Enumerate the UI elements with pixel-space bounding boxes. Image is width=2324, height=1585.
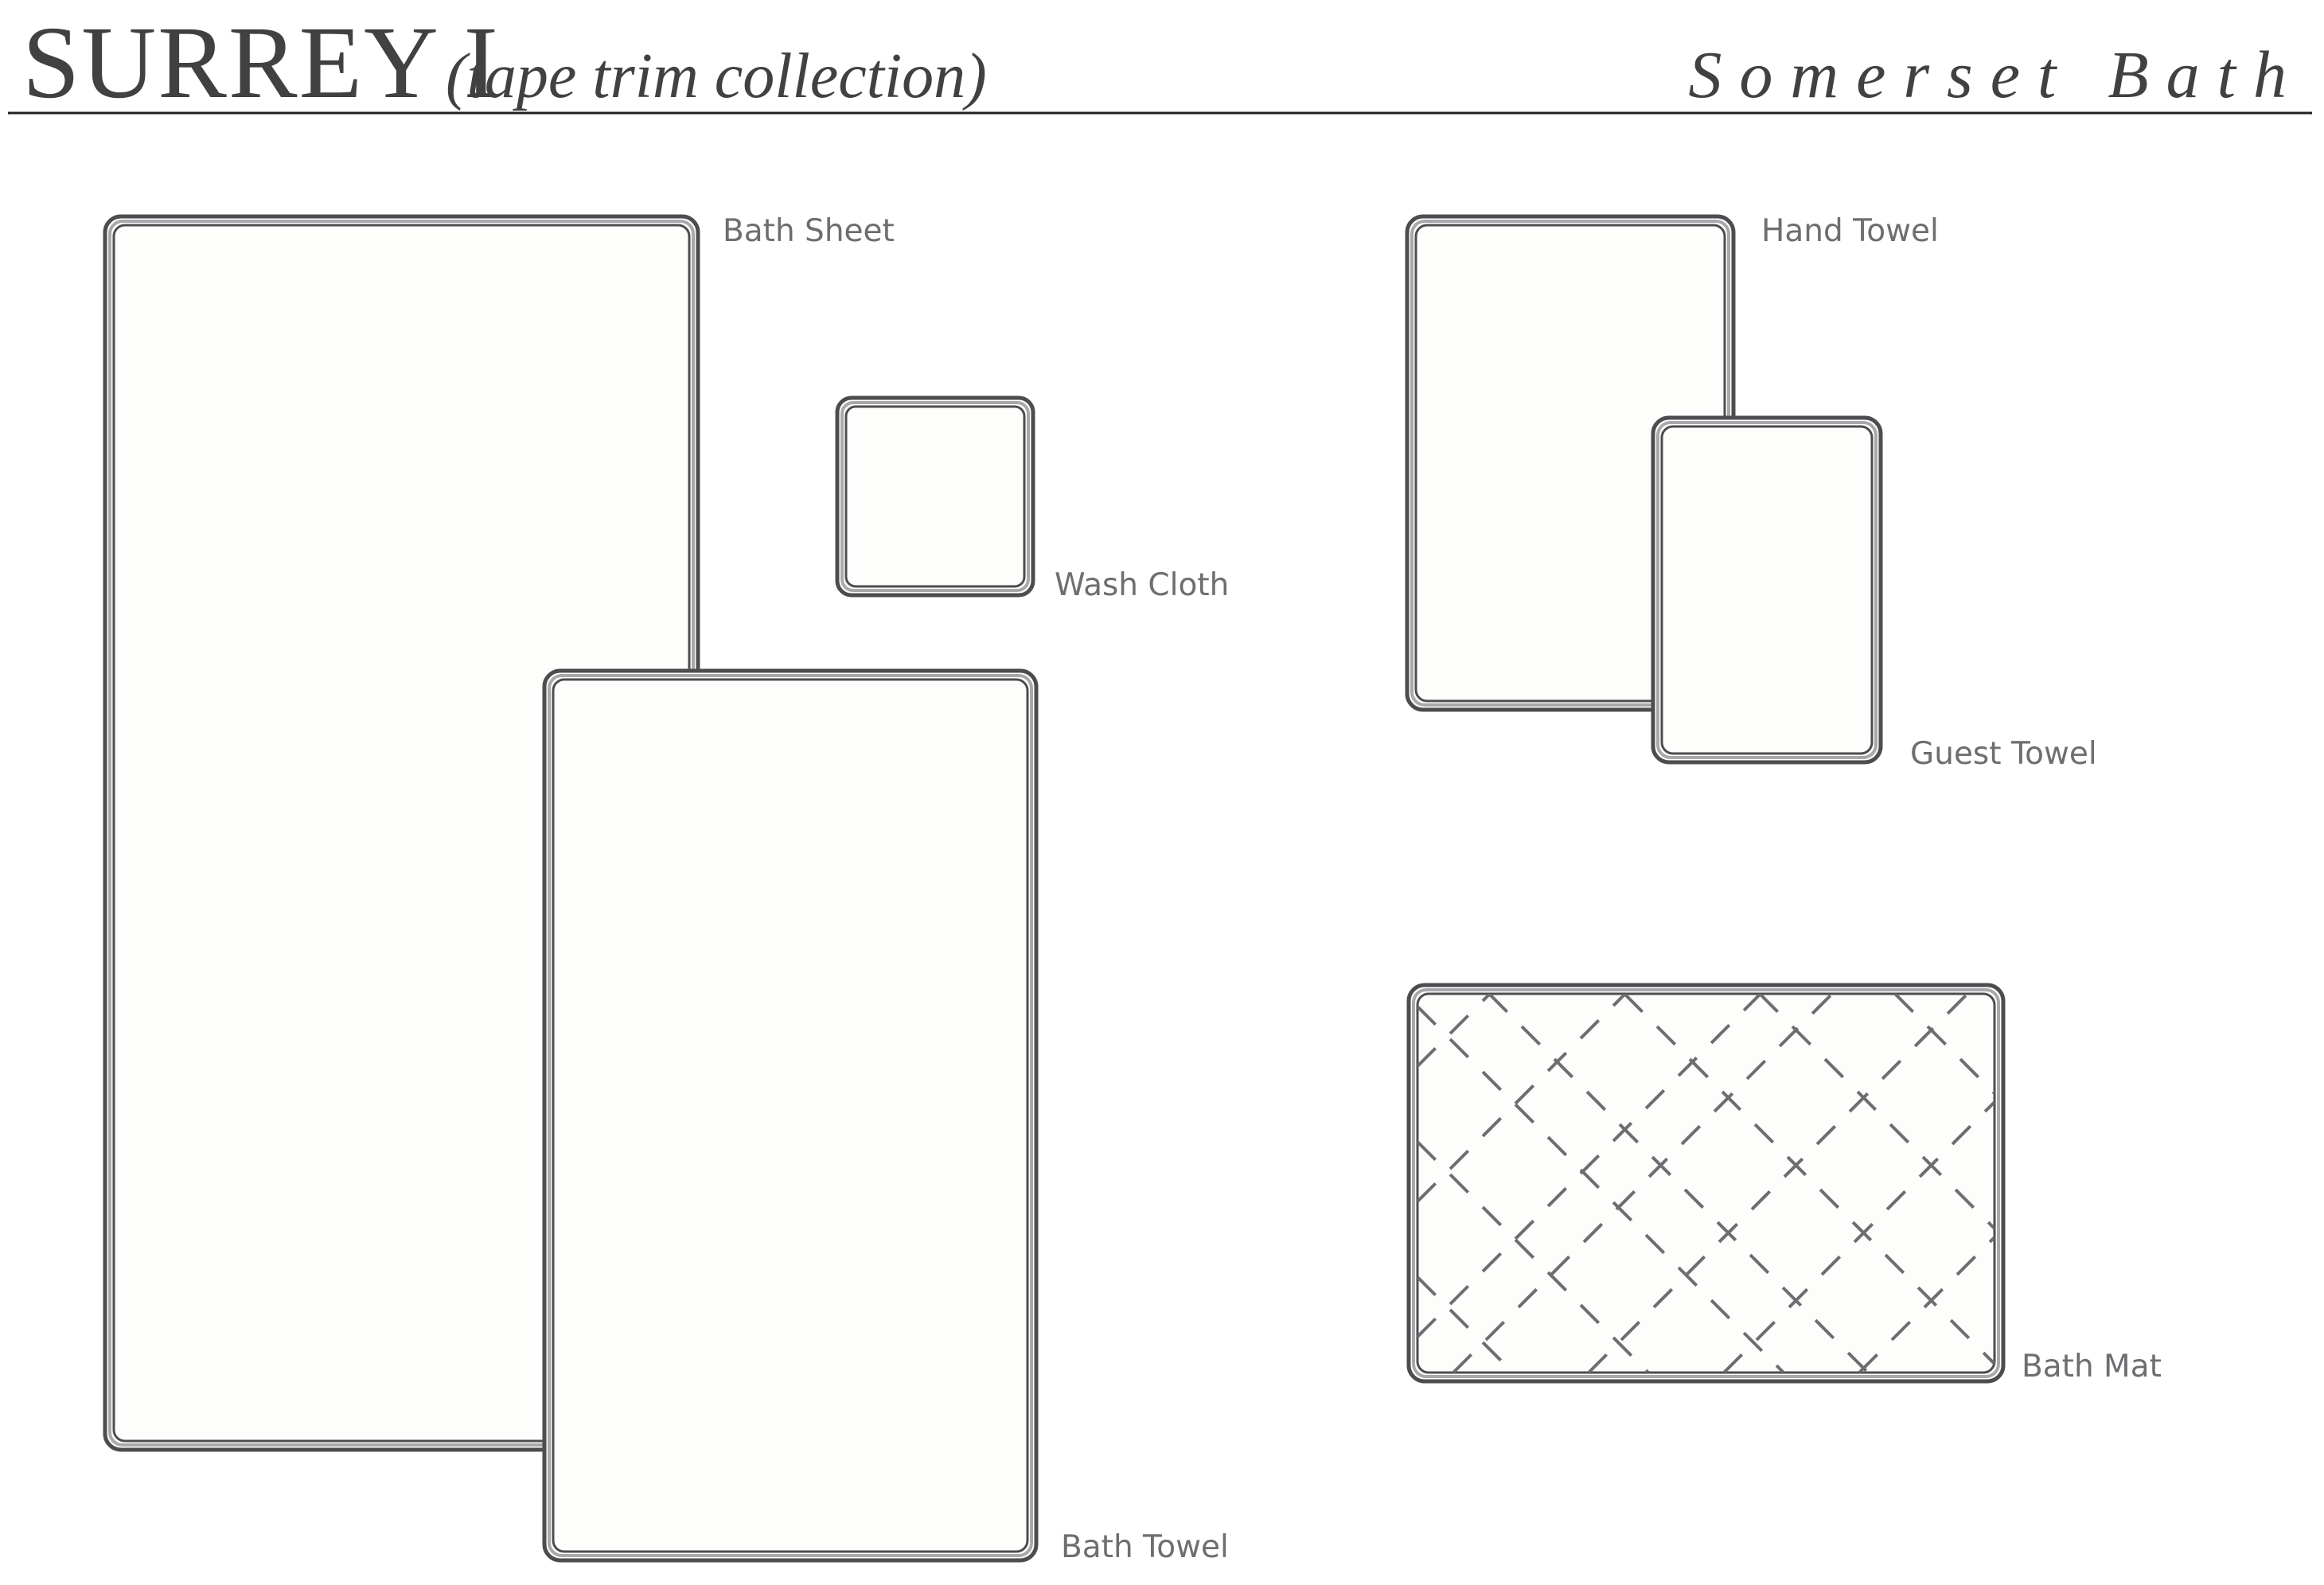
wash-cloth [835,395,1035,598]
bath-mat-label: Bath Mat [2022,1349,2162,1384]
collection-title: SURREY I [22,6,500,120]
bath-mat-diamond-pattern [1417,994,1995,1373]
hand-towel-label: Hand Towel [1761,213,1939,249]
header: SURREY I (tape trim collection) Somerset… [8,6,2312,120]
bath-sheet-label: Bath Sheet [723,213,895,249]
collection-subtitle: (tape trim collection) [446,41,987,111]
wash-cloth-label: Wash Cloth [1055,567,1229,603]
bath-mat [1406,983,2006,1384]
bath-towel-label: Bath Towel [1061,1529,1229,1565]
guest-towel-label: Guest Towel [1910,736,2097,772]
bath-towel [542,668,1039,1563]
brand-name: Somerset Bath [1688,38,2304,112]
guest-towel [1651,415,1883,765]
